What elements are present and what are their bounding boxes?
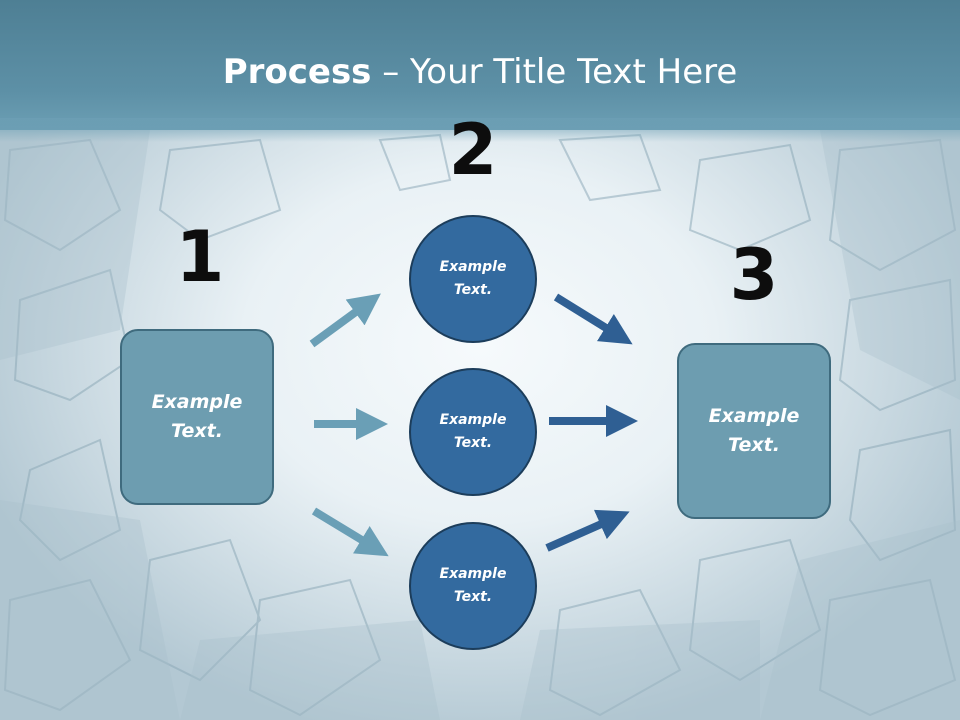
right-process-box: Example Text. xyxy=(677,343,831,519)
circle-top: Example Text. xyxy=(409,215,537,343)
step-number-3: 3 xyxy=(729,234,779,316)
slide-title-rest: – Your Title Text Here xyxy=(371,52,738,92)
slide-title-bold: Process xyxy=(222,52,372,92)
title-bar-fade xyxy=(0,118,960,142)
circle-bottom-label: Example Text. xyxy=(439,566,507,605)
circle-top-label: Example Text. xyxy=(439,259,507,298)
step-number-1: 1 xyxy=(175,216,225,298)
slide-title: Process – Your Title Text Here xyxy=(0,52,960,92)
left-process-box-label: Example Text. xyxy=(151,391,243,442)
title-bar xyxy=(0,0,960,130)
circle-middle-label: Example Text. xyxy=(439,412,507,451)
circle-middle: Example Text. xyxy=(409,368,537,496)
right-process-box-label: Example Text. xyxy=(708,405,800,456)
step-number-2: 2 xyxy=(448,109,498,191)
circle-bottom: Example Text. xyxy=(409,522,537,650)
left-process-box: Example Text. xyxy=(120,329,274,505)
